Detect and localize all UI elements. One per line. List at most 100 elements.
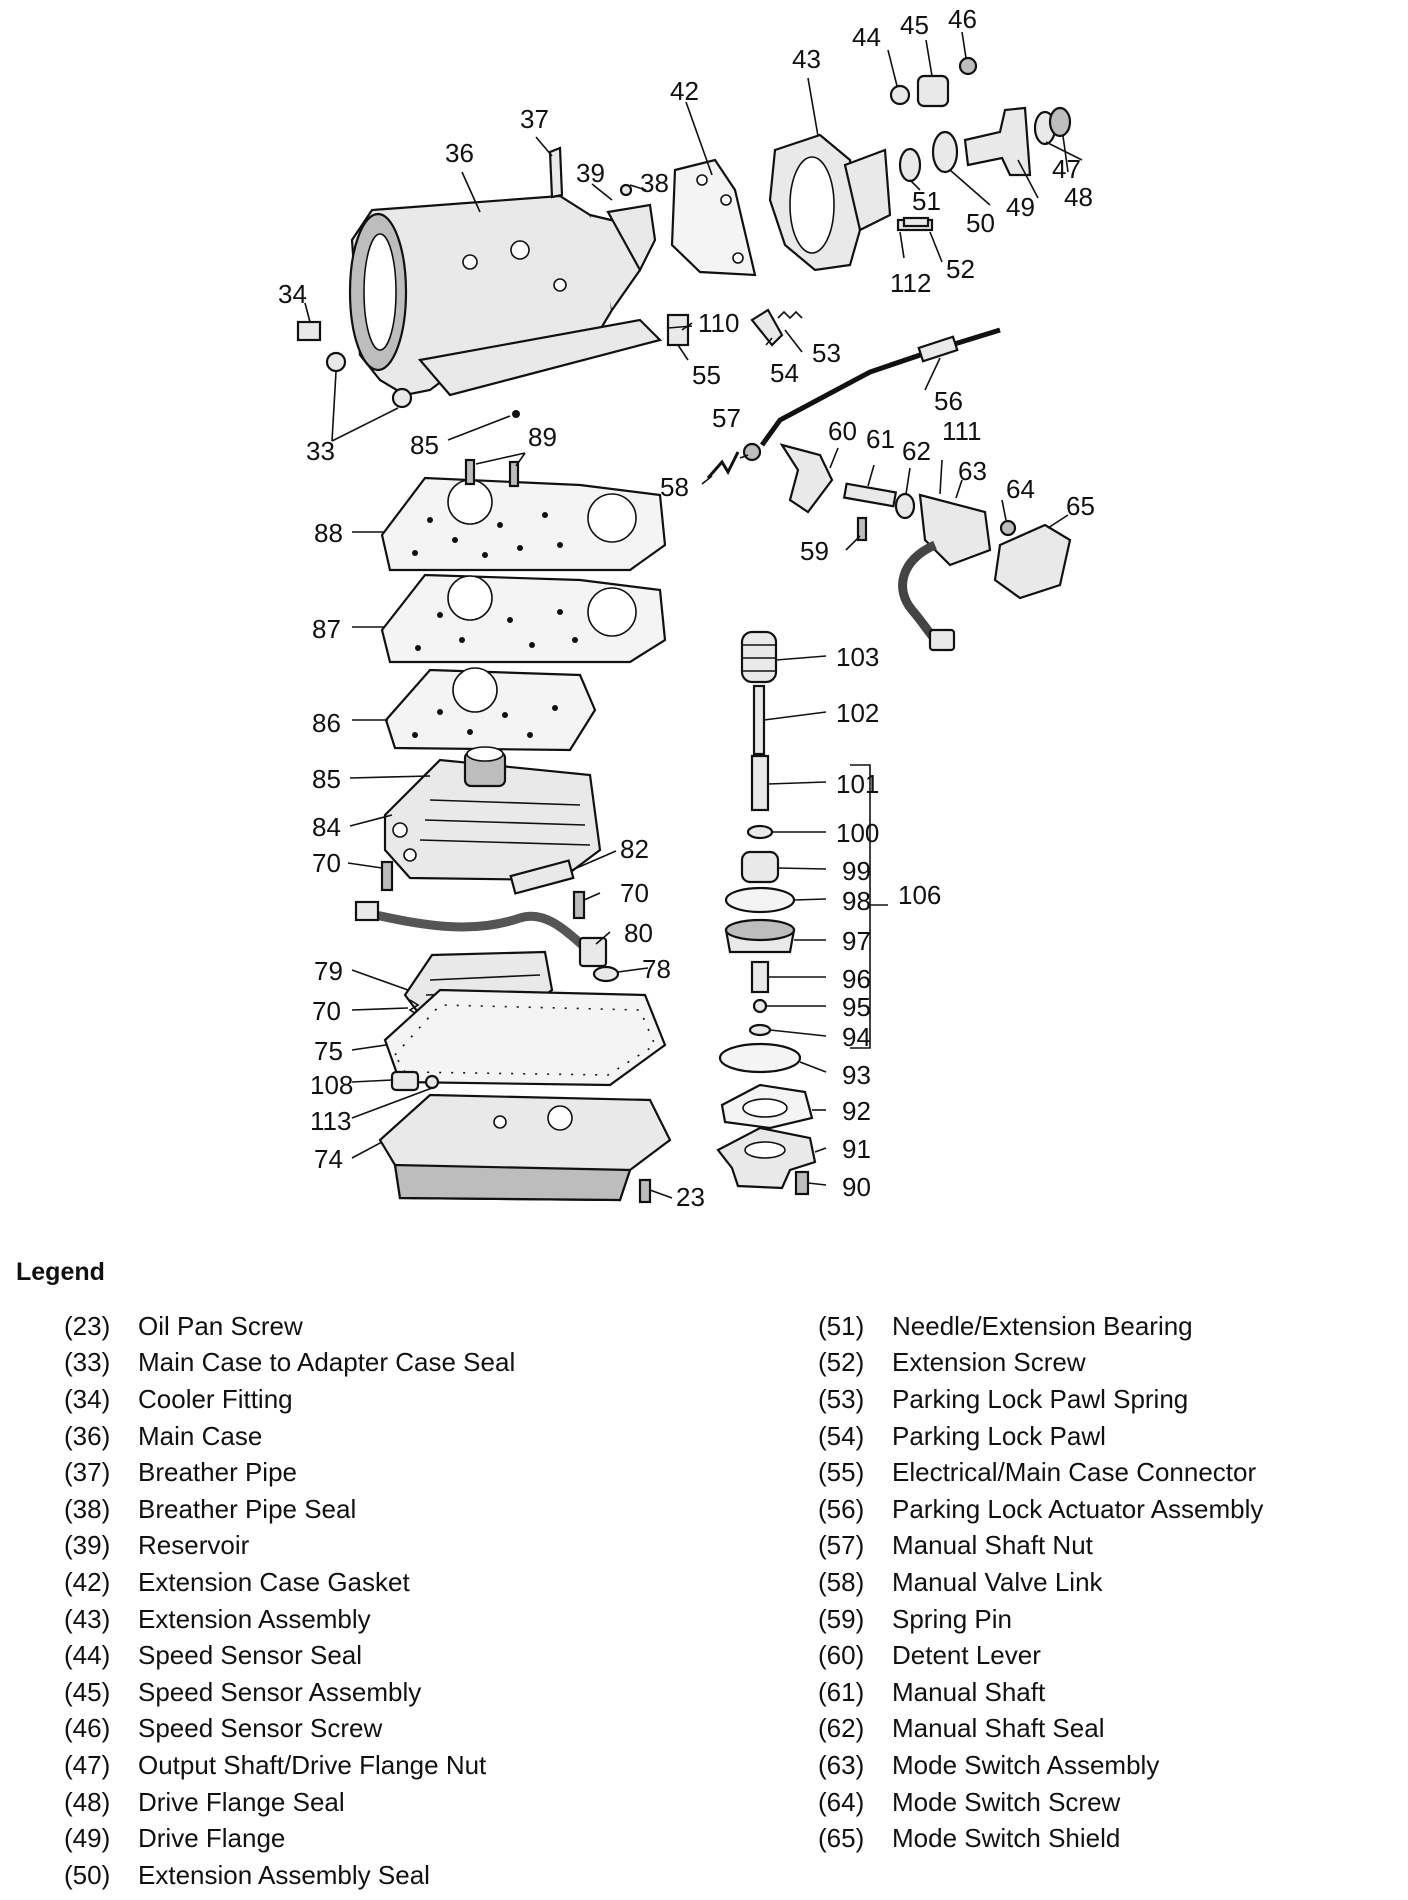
legend-item-label: Parking Lock Pawl xyxy=(892,1420,1106,1451)
legend-item-number: (47) xyxy=(64,1749,111,1780)
legend-item-label: Reservoir xyxy=(138,1530,250,1561)
callout-60: 60 xyxy=(828,416,857,446)
snap-ring-93 xyxy=(718,1042,802,1074)
spring-103 xyxy=(740,630,778,684)
legend-item: (55) Electrical/Main Case Connector xyxy=(818,1454,1263,1491)
legend-item: (44)Speed Sensor Seal xyxy=(64,1637,515,1674)
callout-47: 47 xyxy=(1052,154,1081,184)
legend-item-label: Speed Sensor Seal xyxy=(138,1640,363,1671)
legend-item-label: Electrical/Main Case Connector xyxy=(892,1457,1257,1488)
legend-item: (46) Speed Sensor Screw xyxy=(64,1711,515,1748)
spring-pin xyxy=(856,516,868,542)
legend-item-number: (55) xyxy=(818,1457,865,1488)
legend-item: (38)Breather Pipe Seal xyxy=(64,1491,515,1528)
callout-34: 34 xyxy=(278,279,307,309)
legend-item: (39)Reservoir xyxy=(64,1528,515,1565)
callout-70-upper: 70 xyxy=(312,848,341,878)
callout-84: 84 xyxy=(312,812,341,842)
legend-item-number: (46) xyxy=(64,1713,111,1744)
legend-item: (64)Mode Switch Screw xyxy=(818,1784,1263,1821)
callout-50: 50 xyxy=(966,208,995,238)
speed-sensor-assembly xyxy=(916,74,950,108)
valve-body xyxy=(383,746,602,882)
legend-item: (47)Output Shaft/Drive Flange Nut xyxy=(64,1747,515,1784)
legend-item: (49)Drive Flange xyxy=(64,1820,515,1857)
legend-item-label: Breather Pipe xyxy=(138,1457,297,1488)
plate-88 xyxy=(380,476,667,572)
oil-pan xyxy=(378,1093,672,1202)
callout-90: 90 xyxy=(842,1172,871,1202)
callout-97: 97 xyxy=(842,926,871,956)
mode-switch-assembly xyxy=(918,493,992,567)
callout-46: 46 xyxy=(948,4,977,34)
legend-item-number: (51) xyxy=(818,1310,865,1341)
piston-101 xyxy=(750,754,770,812)
legend-item: (43) Extension Assembly xyxy=(64,1601,515,1638)
legend-item-number: (33) xyxy=(64,1347,111,1378)
mode-switch-shield xyxy=(993,523,1072,600)
callout-78: 78 xyxy=(642,954,671,984)
legend-item-label: Detent Lever xyxy=(892,1640,1041,1671)
callout-79: 79 xyxy=(314,956,343,986)
callout-33: 33 xyxy=(306,436,335,466)
legend-item-label: Extension Case Gasket xyxy=(138,1566,410,1597)
legend-item: (54)Parking Lock Pawl xyxy=(818,1418,1263,1455)
legend-item-number: (23) xyxy=(64,1310,111,1341)
legend-item: (42) Extension Case Gasket xyxy=(64,1564,515,1601)
callout-101: 101 xyxy=(836,769,879,799)
speed-sensor-screw xyxy=(958,56,978,76)
extension-assembly-seal xyxy=(931,130,959,174)
legend-item-number: (43) xyxy=(64,1603,111,1634)
legend-item-number: (65) xyxy=(818,1823,865,1854)
screw-70-right xyxy=(572,890,586,920)
parking-lock-pawl xyxy=(750,308,784,347)
valve-82 xyxy=(509,859,575,895)
callout-37: 37 xyxy=(520,104,549,134)
callouts: 23 33 34 36 37 38 39 42 43 44 45 46 47 4… xyxy=(278,4,1095,1212)
oil-pan-gasket xyxy=(383,988,667,1087)
legend-item-number: (48) xyxy=(64,1786,111,1817)
legend-column-right: (51)Needle/Extension Bearing(52)Extensio… xyxy=(818,1308,1263,1857)
callout-74: 74 xyxy=(314,1144,343,1174)
legend-item: (50)Extension Assembly Seal xyxy=(64,1857,515,1894)
plate-86 xyxy=(384,667,597,752)
callout-70-lower: 70 xyxy=(312,996,341,1026)
callout-62: 62 xyxy=(902,436,931,466)
legend-item-label: Oil Pan Screw xyxy=(138,1310,303,1341)
case-seal-lower xyxy=(391,387,413,409)
legend-item-label: Speed Sensor Assembly xyxy=(138,1676,422,1707)
callout-112: 112 xyxy=(890,268,931,298)
callout-98: 98 xyxy=(842,886,871,916)
callout-61: 61 xyxy=(866,424,895,454)
legend-item: (63)Mode Switch Assembly xyxy=(818,1747,1263,1784)
legend-item-label: Extension Assembly xyxy=(138,1603,371,1634)
callout-96: 96 xyxy=(842,964,871,994)
callout-48: 48 xyxy=(1064,182,1093,212)
callout-65: 65 xyxy=(1066,491,1095,521)
callout-63: 63 xyxy=(958,456,987,486)
spring-96 xyxy=(750,960,770,994)
callout-44: 44 xyxy=(852,22,881,52)
breather-pipe-seal xyxy=(619,183,633,197)
drive-flange-nut xyxy=(1048,106,1072,138)
legend-item-label: Speed Sensor Screw xyxy=(138,1713,383,1744)
legend-item: (62)Manual Shaft Seal xyxy=(818,1711,1263,1748)
legend-item-number: (61) xyxy=(818,1676,865,1707)
legend-item-number: (42) xyxy=(64,1566,111,1597)
callout-39: 39 xyxy=(576,158,605,188)
legend-item-number: (52) xyxy=(818,1347,865,1378)
needle-bearing xyxy=(898,147,922,183)
rod-102 xyxy=(752,684,766,756)
callout-100: 100 xyxy=(836,818,879,848)
spring-99 xyxy=(740,850,780,884)
legend-item: (57)Manual Shaft Nut xyxy=(818,1528,1263,1565)
callout-54: 54 xyxy=(770,358,799,388)
callout-87: 87 xyxy=(312,614,341,644)
callout-91: 91 xyxy=(842,1134,871,1164)
callout-59: 59 xyxy=(800,536,829,566)
mode-switch-screw xyxy=(999,519,1017,537)
legend-item-label: Breather Pipe Seal xyxy=(138,1493,357,1524)
legend-item-label: Spring Pin xyxy=(892,1603,1012,1634)
legend-item: (23) Oil Pan Screw xyxy=(64,1308,515,1345)
callout-85-lower: 85 xyxy=(312,764,341,794)
